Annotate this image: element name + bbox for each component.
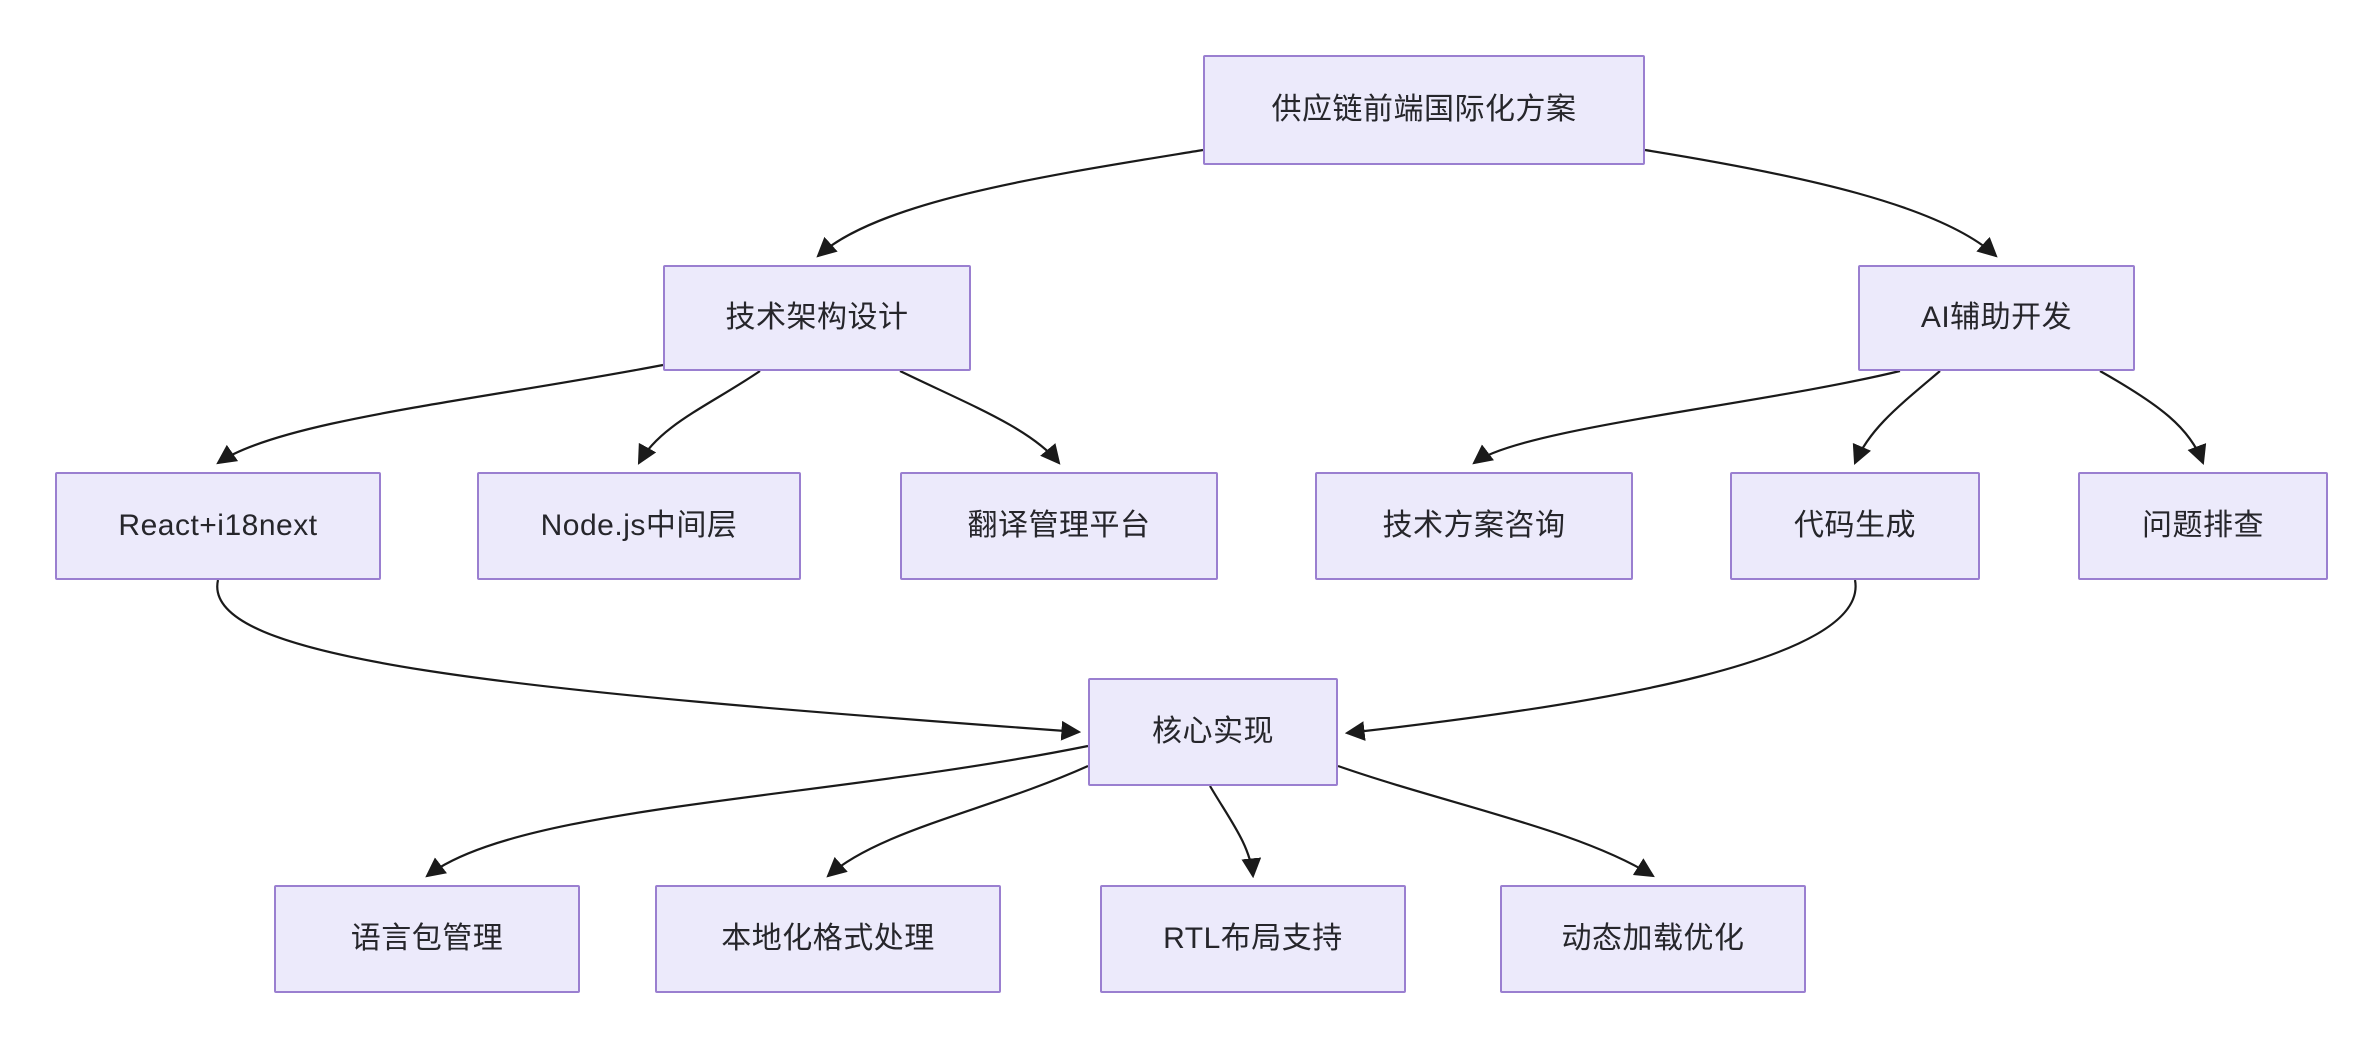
node-label: 问题排查 bbox=[2142, 509, 2264, 542]
node-label: Node.js中间层 bbox=[540, 509, 738, 542]
node-langpack[interactable]: 语言包管理 bbox=[274, 885, 580, 993]
edge-core-to-format bbox=[826, 764, 1089, 878]
edge-react-to-core bbox=[216, 579, 1082, 741]
node-label: AI辅助开发 bbox=[1920, 301, 2073, 334]
node-label: 动态加载优化 bbox=[1561, 922, 1745, 955]
node-label: 代码生成 bbox=[1794, 509, 1916, 542]
node-rtl[interactable]: RTL布局支持 bbox=[1100, 885, 1406, 993]
node-translate[interactable]: 翻译管理平台 bbox=[900, 472, 1218, 580]
node-core[interactable]: 核心实现 bbox=[1088, 678, 1338, 786]
node-label: 语言包管理 bbox=[350, 922, 504, 955]
node-label: 技术架构设计 bbox=[725, 301, 909, 334]
node-label: 本地化格式处理 bbox=[721, 922, 935, 955]
node-label: 翻译管理平台 bbox=[967, 509, 1151, 542]
node-dynload[interactable]: 动态加载优化 bbox=[1500, 885, 1806, 993]
node-root[interactable]: 供应链前端国际化方案 bbox=[1203, 55, 1645, 165]
edge-arch-to-node_mid bbox=[637, 370, 761, 465]
edge-core-to-dynload bbox=[1337, 764, 1655, 878]
edge-core-to-langpack bbox=[425, 744, 1089, 878]
node-label: React+i18next bbox=[118, 509, 318, 542]
edge-ai-to-consult bbox=[1472, 369, 1901, 465]
node-label: 供应链前端国际化方案 bbox=[1271, 93, 1577, 126]
node-format[interactable]: 本地化格式处理 bbox=[655, 885, 1001, 993]
edge-arch-to-react bbox=[216, 363, 664, 465]
node-label: 技术方案咨询 bbox=[1382, 509, 1566, 542]
node-codegen[interactable]: 代码生成 bbox=[1730, 472, 1980, 580]
edge-ai-to-codegen bbox=[1852, 370, 1941, 466]
node-consult[interactable]: 技术方案咨询 bbox=[1315, 472, 1633, 580]
edge-arch-to-translate bbox=[899, 370, 1061, 465]
edge-root-to-arch bbox=[816, 148, 1204, 258]
node-debug[interactable]: 问题排查 bbox=[2078, 472, 2328, 580]
node-ai[interactable]: AI辅助开发 bbox=[1858, 265, 2135, 371]
node-label: RTL布局支持 bbox=[1163, 922, 1343, 955]
edge-ai-to-debug bbox=[2099, 370, 2207, 466]
node-label: 核心实现 bbox=[1152, 715, 1274, 748]
edge-root-to-ai bbox=[1644, 148, 1998, 258]
node-react[interactable]: React+i18next bbox=[55, 472, 381, 580]
edge-core-to-rtl bbox=[1209, 785, 1262, 879]
node-node_mid[interactable]: Node.js中间层 bbox=[477, 472, 801, 580]
node-arch[interactable]: 技术架构设计 bbox=[663, 265, 971, 371]
edge-codegen-to-core bbox=[1344, 579, 1857, 741]
